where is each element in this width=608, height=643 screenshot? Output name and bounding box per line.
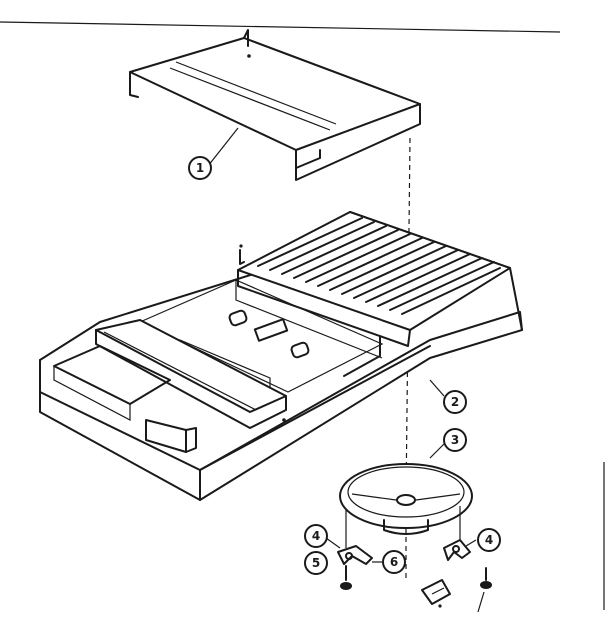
callout-2-label: 2 [451,395,459,409]
part-5-screw-right [477,567,492,613]
callout-4-left: 4 [304,524,328,548]
part-4-clip-right [443,539,471,561]
callout-3: 3 [443,428,467,452]
speaker-grille-slats [257,217,501,315]
callout-4b-leader [465,539,477,547]
part-2-recorder-body [39,211,523,501]
callout-2: 2 [443,390,467,414]
callout-1-label: 1 [196,161,204,175]
part-6-bracket [421,579,451,608]
callout-3-label: 3 [451,433,459,447]
callout-6: 6 [382,550,406,574]
part-1-lid [129,29,421,181]
callout-2-leader [429,379,445,397]
callout-6-label: 6 [390,555,398,569]
callout-4a-leader [325,537,341,549]
callout-4-right-label: 4 [485,533,493,547]
callout-3-leader [429,443,445,459]
callout-1-leader [207,127,239,167]
top-border-line [0,21,561,33]
callout-1: 1 [188,156,212,180]
callout-4-right: 4 [477,528,501,552]
callout-5: 5 [304,551,328,575]
part-3-speaker [339,463,473,535]
callout-5-label: 5 [312,556,320,570]
part-5-screw-left [340,565,352,590]
callout-4-left-label: 4 [312,529,320,543]
part-4-clip-left [337,545,373,565]
